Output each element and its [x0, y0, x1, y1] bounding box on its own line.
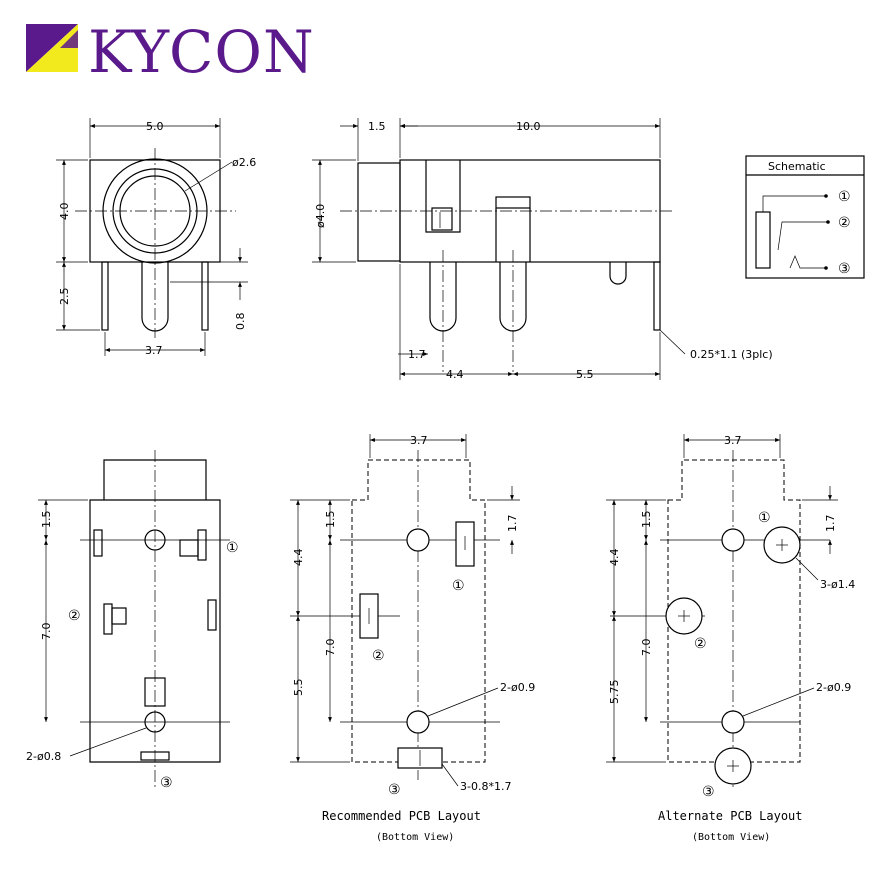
- front-pin-center: [141, 262, 169, 332]
- side-contact-right-head: [495, 196, 531, 209]
- bottom-mid-dim: 7.0: [40, 623, 53, 641]
- kycon-logo: KYCON: [26, 18, 315, 86]
- alt-width-label: 3.7: [724, 434, 742, 447]
- recommended-pcb-layout: 3.7 4.4 5.5 1.5 7.0 1.7 2-ø0.9 3-0.8*1.7…: [290, 434, 535, 843]
- side-diameter-label: ø4.0: [314, 204, 327, 228]
- rec-left-top-label: 4.4: [292, 549, 305, 567]
- front-hole-label: ø2.6: [232, 156, 256, 169]
- logo-mark-yellow: [26, 24, 78, 72]
- rec-hole-bottom: [406, 710, 430, 734]
- bottom-hole-top: [144, 529, 166, 551]
- bottom-label-1: ①: [226, 540, 239, 556]
- rec-left-bottom-label: 5.5: [292, 679, 305, 697]
- front-pin-drop-label: 2.5: [58, 288, 71, 306]
- bottom-contact-3: [144, 677, 166, 707]
- side-pin-stub: [609, 262, 627, 285]
- alt-subcaption: (Bottom View): [692, 832, 770, 843]
- alt-label-2: ②: [694, 636, 707, 652]
- side-pin-note: 0.25*1.1 (3plc): [690, 348, 773, 361]
- side-body-length-label: 10.0: [516, 120, 541, 133]
- alternate-pcb-layout: 3.7 4.4 5.75 1.5 7.0 1.7 3-ø1.4 2-ø0.9 ①…: [606, 434, 855, 843]
- rec-width-label: 3.7: [410, 434, 428, 447]
- alt-left-top-label: 4.4: [608, 549, 621, 567]
- alt-label-3: ③: [702, 784, 715, 800]
- bottom-pin-stub: [140, 751, 170, 761]
- side-front-length-label: 1.5: [368, 120, 386, 133]
- bottom-body: [89, 499, 221, 763]
- schematic-pin-3: ③: [838, 261, 851, 277]
- front-pin-left: [101, 261, 109, 331]
- schematic-title: Schematic: [768, 160, 826, 173]
- bottom-label-3: ③: [160, 775, 173, 791]
- side-contact-window: [431, 207, 453, 231]
- rec-hole-note: 2-ø0.9: [500, 681, 535, 694]
- alt-label-1: ①: [758, 510, 771, 526]
- rec-inner-top-label: 1.5: [324, 511, 337, 529]
- alt-hole-top: [721, 528, 745, 552]
- front-view: 5.0 4.0 2.5 ø2.6 0.8 3.7: [56, 118, 256, 357]
- alt-hole-note: 2-ø0.9: [816, 681, 851, 694]
- side-contact-left: [425, 160, 461, 233]
- alt-right-top-label: 1.7: [824, 515, 837, 533]
- bottom-view: 1.5 7.0 2-ø0.8 ① ② ③: [26, 450, 239, 791]
- front-pin-right: [201, 261, 209, 331]
- logo-wordmark: KYCON: [88, 18, 315, 86]
- bottom-contact-2: [111, 607, 127, 625]
- bottom-tab-left-mid: [103, 603, 113, 635]
- side-dim-3-label: 5.5: [576, 368, 594, 381]
- alt-inner-top-label: 1.5: [640, 511, 653, 529]
- front-height-label: 4.0: [58, 203, 71, 221]
- rec-pad-note: 3-0.8*1.7: [460, 780, 511, 793]
- bottom-tab-right-top: [197, 529, 207, 561]
- side-pin-3: [653, 261, 661, 331]
- bottom-hole-bottom: [144, 711, 166, 733]
- rec-label-1: ①: [452, 578, 465, 594]
- alt-big-hole-note: 3-ø1.4: [820, 578, 855, 591]
- alt-outline: [667, 459, 801, 763]
- side-dim-1-label: 1.7: [408, 348, 426, 361]
- schematic-pin-2: ②: [838, 215, 851, 231]
- logo-mark-purple-corner: [60, 30, 78, 48]
- rec-inner-mid-label: 7.0: [324, 639, 337, 657]
- alt-inner-mid-label: 7.0: [640, 639, 653, 657]
- rec-label-3: ③: [388, 782, 401, 798]
- front-pin-offset-label: 0.8: [234, 313, 247, 331]
- schematic-pin-1: ①: [838, 189, 851, 205]
- bottom-tab-left-top: [93, 529, 103, 557]
- alt-hole-bottom: [721, 710, 745, 734]
- side-dim-2-label: 4.4: [446, 368, 464, 381]
- alt-left-bottom-label: 5.75: [608, 680, 621, 705]
- schematic-sleeve: [755, 211, 771, 269]
- schematic: Schematic ① ② ③: [745, 155, 865, 279]
- bottom-contact-1: [179, 539, 199, 557]
- side-front-tube: [357, 162, 401, 262]
- alt-caption: Alternate PCB Layout: [658, 809, 803, 823]
- front-width-label: 5.0: [146, 120, 164, 133]
- rec-label-2: ②: [372, 648, 385, 664]
- rec-outline: [351, 459, 486, 763]
- rec-caption: Recommended PCB Layout: [322, 809, 481, 823]
- schematic-frame: [745, 155, 865, 279]
- bottom-top-dim: 1.5: [40, 511, 53, 529]
- rec-hole-top: [406, 528, 430, 552]
- rec-subcaption: (Bottom View): [376, 832, 454, 843]
- bottom-hole-note: 2-ø0.8: [26, 750, 61, 763]
- bottom-tab-right-mid: [207, 599, 217, 631]
- bottom-label-2: ②: [68, 608, 81, 624]
- rec-right-top-label: 1.7: [506, 515, 519, 533]
- side-view: 1.5 10.0 ø4.0 1.7 4.4 5.5 0.25*1.1 (3plc…: [312, 118, 773, 381]
- front-pin-pitch-label: 3.7: [145, 344, 163, 357]
